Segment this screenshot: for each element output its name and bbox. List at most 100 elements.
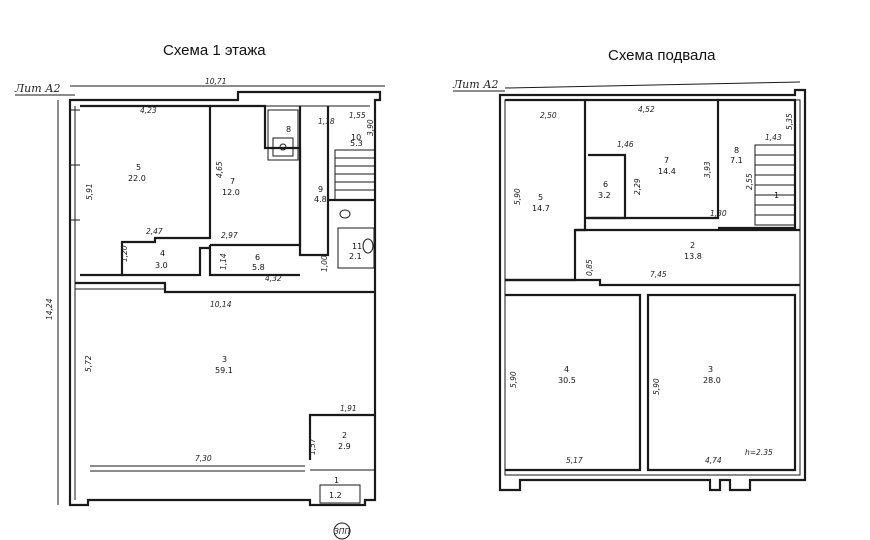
basement-room-7-number: 7 xyxy=(664,156,669,165)
floor1-room-10-area: 5.3 xyxy=(350,139,363,148)
basement-dim: 5,90 xyxy=(513,188,522,205)
floor1-room-11-area: 2.1 xyxy=(349,252,362,261)
floor1-dim: 10,14 xyxy=(210,300,232,309)
toilet-icon xyxy=(362,238,374,254)
basement-room-5-area: 14.7 xyxy=(532,204,550,213)
basement-lit-label: Лит А2 xyxy=(452,78,499,91)
basement-room-8-number: 8 xyxy=(734,146,739,155)
floor1-room-7-wall xyxy=(210,104,302,247)
floor1-room-6-number: 6 xyxy=(255,253,260,262)
basement-dim: 7,45 xyxy=(650,270,667,279)
floor1-room-2-area: 2.9 xyxy=(338,442,351,451)
basement-dim: 4,52 xyxy=(638,105,655,114)
basement-dim: 5,17 xyxy=(566,456,583,465)
basement-outer-wall xyxy=(498,88,807,492)
bathtub-icon xyxy=(272,137,294,157)
floor1-room-3-wall xyxy=(75,281,375,294)
floor1-dim: 1,91 xyxy=(340,404,357,413)
floor1-title: Схема 1 этажа xyxy=(163,42,266,59)
basement-dim: 0,85 xyxy=(585,259,594,276)
basement-dim: 5,35 xyxy=(785,113,794,130)
basement-room-8-area: 7.1 xyxy=(730,156,743,165)
basement-room-4-area: 30.5 xyxy=(558,376,576,385)
floor1-room-5-number: 5 xyxy=(136,163,141,172)
floor1-plan: Лит А2 10,71 xyxy=(14,77,385,540)
floor1-dim: 1,00 xyxy=(320,255,329,272)
floor1-room-11-number: 11 xyxy=(352,242,362,251)
floor1-room-4-wall xyxy=(122,246,210,277)
basement-room-3-area: 28.0 xyxy=(703,376,721,385)
floor1-dim: 1,55 xyxy=(349,111,366,120)
floor1-room-1-wall xyxy=(319,484,361,504)
floor1-outer-width: 10,71 xyxy=(205,77,226,86)
floor1-room-7-area: 12.0 xyxy=(222,188,240,197)
basement-room-4-number: 4 xyxy=(564,365,569,374)
basement-dim: 1,46 xyxy=(617,140,634,149)
floor1-dim: 1,14 xyxy=(219,253,228,270)
floor1-dim: 2,47 xyxy=(146,227,163,236)
floor1-outer-height: 14,24 xyxy=(45,298,54,320)
basement-room-3-wall xyxy=(646,293,797,472)
basement-dim: 3,93 xyxy=(703,161,712,178)
floor1-room-4-number: 4 xyxy=(160,249,165,258)
basement-dim: 1,30 xyxy=(710,209,727,218)
drain-icon xyxy=(279,143,287,151)
floor1-lit-label: Лит А2 xyxy=(14,82,61,95)
basement-height-note: h=2.35 xyxy=(745,448,773,457)
basement-dim: 5,90 xyxy=(509,371,518,388)
basement-room-2-wall xyxy=(505,278,800,287)
basement-room-7-wall xyxy=(585,98,720,220)
floor1-room-2-number: 2 xyxy=(342,431,347,440)
basement-room-6-area: 3.2 xyxy=(598,191,611,200)
basement-dim: 1,43 xyxy=(765,133,782,142)
basement-stair-steps xyxy=(755,154,795,216)
basement-plan: Лит А2 5 14.7 6 3 xyxy=(452,78,807,492)
floor1-room-5-area: 22.0 xyxy=(128,174,146,183)
floor1-dim: 5,72 xyxy=(84,355,93,372)
floor1-room-8-wall xyxy=(267,109,299,161)
basement-dim: 2,55 xyxy=(745,173,754,190)
basement-room-1-number: 1 xyxy=(774,191,779,200)
floor1-room-1-number: 1 xyxy=(334,476,339,485)
floor1-room-6-wall xyxy=(208,245,300,277)
floor1-dim: 4,32 xyxy=(265,274,282,283)
floor1-room-3-number: 3 xyxy=(222,355,227,364)
floor1-dim: 1,18 xyxy=(318,117,335,126)
floor1-dim: 4,65 xyxy=(215,161,224,178)
floor1-room-1-area: 1.2 xyxy=(329,491,342,500)
floor1-room-9-area: 4.8 xyxy=(314,195,327,204)
floor1-room-6-area: 5.8 xyxy=(252,263,265,272)
floor1-room-4-area: 3.0 xyxy=(155,261,168,270)
basement-inner-wall xyxy=(504,99,801,476)
basement-dim: 2,50 xyxy=(540,111,557,120)
floor1-dim: 3,90 xyxy=(366,119,375,136)
floor1-room-3-area: 59.1 xyxy=(215,366,233,375)
basement-room-4-wall xyxy=(505,293,642,472)
basement-dim: 4,74 xyxy=(705,456,722,465)
basement-top-line xyxy=(504,81,801,89)
floor1-room-9-number: 9 xyxy=(318,185,323,194)
floor1-room-5-wall xyxy=(80,104,212,277)
basement-room-2-number: 2 xyxy=(690,241,695,250)
basement-room-6-number: 6 xyxy=(603,180,608,189)
floor1-room-10-number: 10 xyxy=(351,133,361,142)
floor1-dim: 7,30 xyxy=(195,454,212,463)
basement-dim: 5,90 xyxy=(652,378,661,395)
floor1-marker xyxy=(333,522,351,540)
sink-icon xyxy=(339,209,351,219)
floor1-room-8-number: 8 xyxy=(286,125,291,134)
floor1-dim: 4,23 xyxy=(140,106,157,115)
basement-room-3-number: 3 xyxy=(708,365,713,374)
basement-title: Схема подвала xyxy=(608,47,716,64)
stair-steps xyxy=(335,157,375,191)
floor1-outer-wall xyxy=(68,90,382,507)
floor1-room-11-wall xyxy=(337,227,375,269)
floor1-dim: 5,91 xyxy=(85,183,94,200)
basement-room-2-area: 13.8 xyxy=(684,252,702,261)
basement-dim: 2,29 xyxy=(633,178,642,195)
floor1-room-2-wall xyxy=(308,413,375,460)
floor1-room-7-number: 7 xyxy=(230,177,235,186)
floor1-room-9-wall xyxy=(298,106,330,257)
basement-room-7-area: 14.4 xyxy=(658,167,676,176)
